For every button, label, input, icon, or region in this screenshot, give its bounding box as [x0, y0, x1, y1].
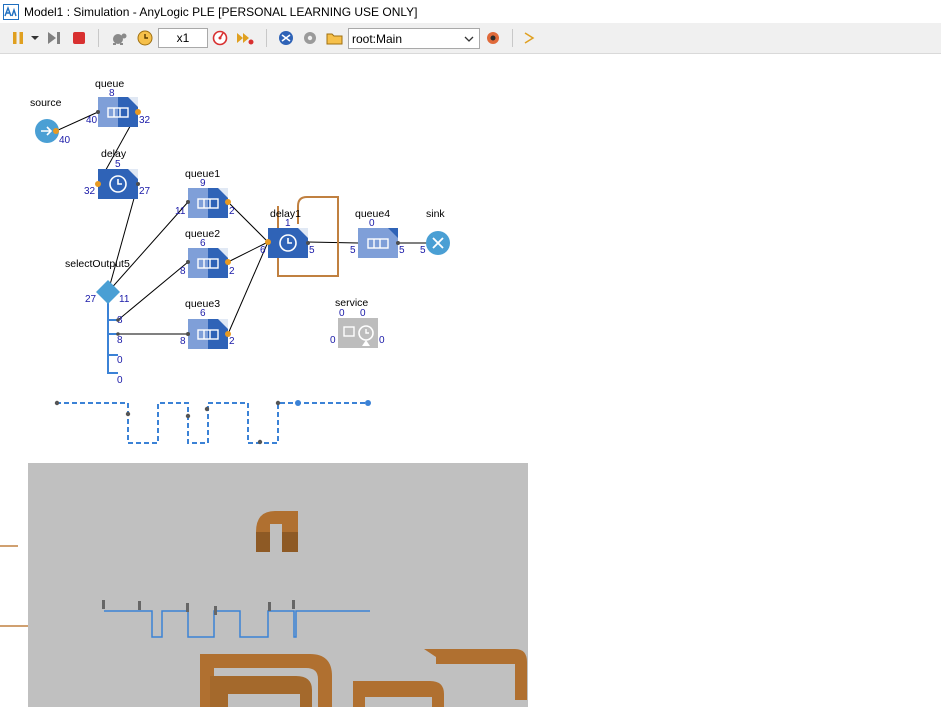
queue2-in-count: 8 [180, 266, 186, 277]
service-size-a: 0 [339, 308, 345, 319]
delay1-out-count: 5 [309, 245, 315, 256]
queue2-label: queue2 [185, 228, 220, 240]
delay1-size: 1 [285, 218, 291, 229]
queue3-out-count: 2 [229, 336, 235, 347]
real-time-button[interactable] [135, 29, 155, 47]
delay-out-count: 27 [139, 186, 151, 197]
queue-label: queue [95, 78, 124, 90]
path-3d [102, 600, 370, 638]
agent-selector-value: root:Main [352, 31, 403, 46]
source-out-count: 40 [59, 135, 71, 146]
select-output5-out5-count: 0 [117, 375, 123, 386]
run-mode-dropdown[interactable] [29, 29, 41, 47]
service-size-b: 0 [360, 308, 366, 319]
service-out-count: 0 [379, 335, 385, 346]
queue4-label: queue4 [355, 208, 390, 220]
pause-icon [13, 32, 23, 44]
sink-in-count: 5 [420, 245, 426, 256]
delay-in-count: 32 [84, 186, 96, 197]
path-2d [54, 400, 371, 445]
queue4-block[interactable]: queue4 0 5 5 [350, 208, 405, 258]
go-to-agent-button[interactable] [483, 29, 503, 47]
navigator-icon [279, 31, 293, 45]
delay1-in-count: 6 [260, 245, 266, 256]
title-bar: Model1 : Simulation - AnyLogic PLE [PERS… [0, 0, 941, 23]
queue3-block[interactable]: queue3 6 8 2 [180, 298, 235, 349]
queue3-size: 6 [200, 308, 206, 319]
queue2-block[interactable]: queue2 6 8 2 [180, 228, 235, 278]
queue1-out-count: 2 [229, 206, 235, 217]
speed-up-button[interactable] [210, 29, 230, 47]
slow-down-button[interactable] [109, 29, 131, 47]
select-output5-in-count: 27 [85, 294, 97, 305]
queue1-label: queue1 [185, 168, 220, 180]
chevron-down-icon [31, 36, 39, 40]
queue1-in-count: 11 [175, 206, 186, 217]
queue2-out-count: 2 [229, 266, 235, 277]
gear-icon [304, 32, 316, 44]
step-icon [48, 32, 60, 44]
experiment-button[interactable] [300, 29, 320, 47]
model-canvas: source 40 queue 8 40 32 delay 5 32 27 se… [0, 78, 528, 707]
model-navigation-button[interactable] [276, 29, 296, 47]
queue4-size: 0 [369, 218, 375, 229]
clock-icon [137, 30, 153, 46]
wall-3d-top [256, 511, 298, 552]
select-output5-out2-count: 8 [117, 315, 123, 326]
service-in-count: 0 [330, 335, 336, 346]
view-3d-window[interactable] [28, 463, 528, 707]
anylogic-logo-icon [3, 3, 19, 20]
delay1-label: delay1 [270, 208, 301, 220]
queue2-size: 6 [200, 238, 206, 249]
pointer-icon [487, 32, 499, 44]
turtle-icon [113, 33, 127, 45]
delay-size: 5 [115, 159, 121, 170]
select-output5-out3-count: 8 [117, 335, 123, 346]
window-title: Model1 : Simulation - AnyLogic PLE [PERS… [24, 4, 418, 19]
queue4-in-count: 5 [350, 245, 356, 256]
queue1-block[interactable]: queue1 9 11 2 [175, 168, 235, 218]
delay1-block[interactable]: delay1 1 6 5 [260, 208, 315, 258]
queue-size: 8 [109, 88, 115, 99]
pause-button[interactable] [8, 29, 28, 47]
toolbar: x1 root:Main [0, 23, 941, 54]
delay-block[interactable]: delay 5 32 27 [84, 148, 151, 199]
service-label: service [335, 297, 368, 309]
developer-panel-button[interactable] [521, 29, 537, 47]
select-output5-out4-count: 0 [117, 355, 123, 366]
queue-out-count: 32 [139, 115, 151, 126]
select-output5-label: selectOutput5 [65, 258, 130, 270]
queue-block[interactable]: queue 8 40 32 [86, 78, 151, 127]
source-block[interactable]: source 40 [30, 97, 71, 146]
navigate-to-agent-button[interactable] [324, 29, 346, 47]
service-block[interactable]: service 0 0 0 0 [330, 297, 385, 348]
speed-up-icon [212, 30, 228, 46]
delay1-wall-shape [277, 196, 339, 277]
delay-label: delay [101, 148, 127, 160]
queue3-in-count: 8 [180, 336, 186, 347]
speed-display: x1 [158, 28, 208, 48]
queue4-out-count: 5 [399, 245, 405, 256]
chevron-down-icon [464, 36, 474, 42]
fast-forward-button[interactable] [234, 29, 256, 47]
queue1-size: 9 [200, 178, 206, 189]
wall-3d-bottom [200, 649, 527, 707]
agent-selector[interactable]: root:Main [348, 28, 480, 49]
fast-forward-icon [237, 33, 254, 45]
play-outline-icon [524, 32, 535, 44]
stop-button[interactable] [69, 29, 89, 47]
queue-in-count: 40 [86, 115, 98, 126]
select-output5-block[interactable]: selectOutput5 27 11 8 8 0 0 [65, 258, 130, 386]
stop-icon [73, 32, 85, 44]
folder-icon [326, 33, 343, 45]
select-output5-out1-count: 11 [119, 294, 130, 305]
step-button[interactable] [44, 29, 64, 47]
sink-block[interactable]: sink 5 [420, 208, 450, 256]
queue3-label: queue3 [185, 298, 220, 310]
sink-label: sink [426, 208, 445, 220]
source-label: source [30, 97, 62, 109]
